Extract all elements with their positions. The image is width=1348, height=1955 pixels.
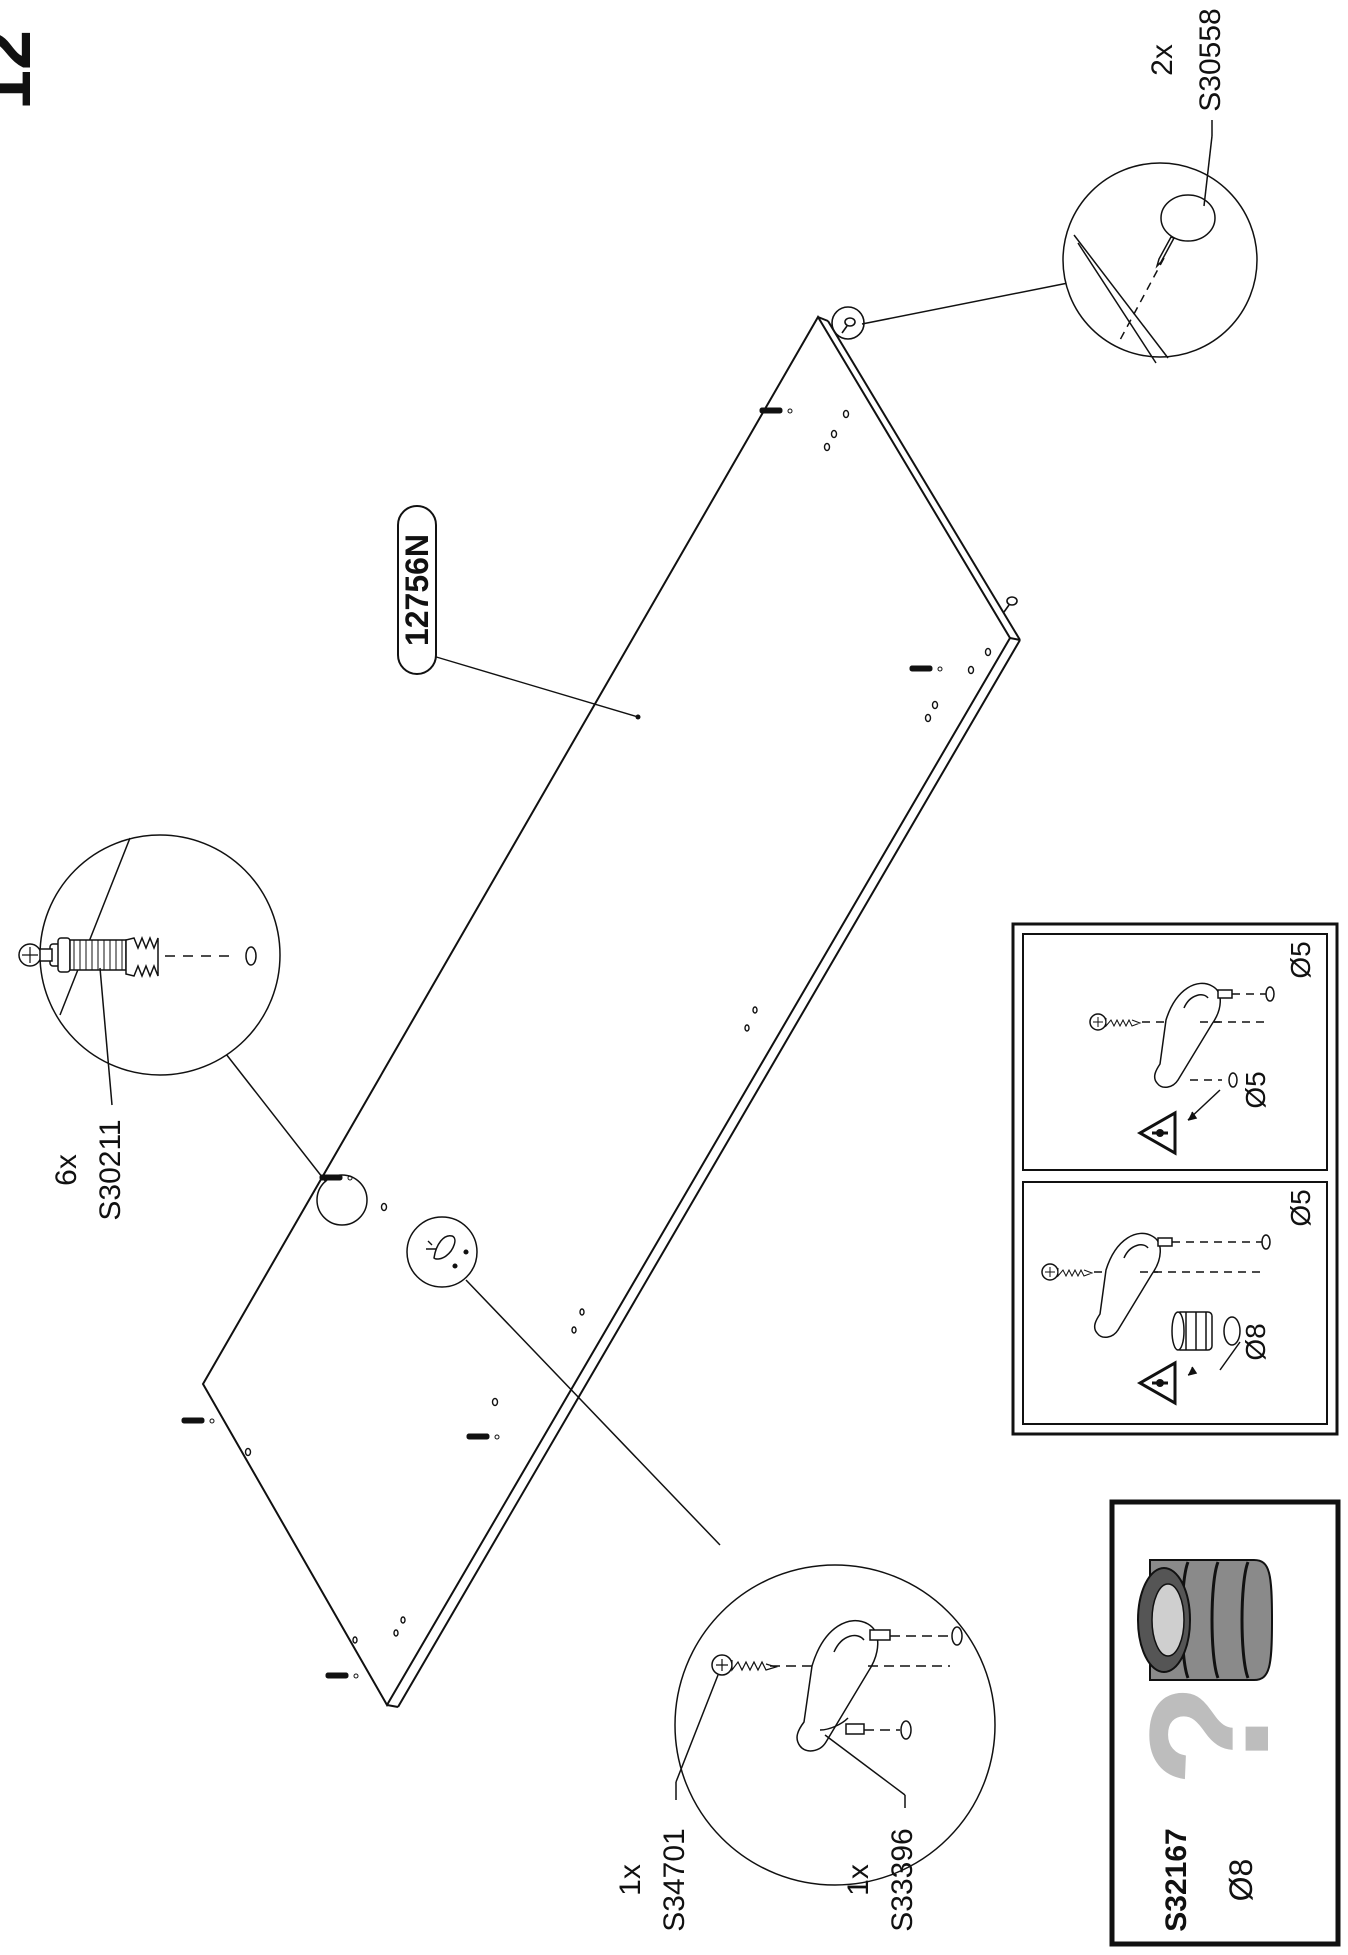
detail-panel-b [1041,1232,1271,1406]
panel-holes [244,409,992,1644]
cam-bolt-qty: 6x [50,1154,83,1186]
support-qty: 1x [842,1864,875,1896]
step-number: 12 [0,30,46,110]
warning-icon-a [1136,1110,1177,1156]
warning-icon-b [1136,1360,1177,1406]
panel-12756n [201,315,1021,1708]
detail-b-note-top: Ø5 [1285,1189,1316,1226]
dowel-icon [1137,1559,1274,1681]
cam-bolt-icon [18,935,159,979]
detail-a-screw-icon [1089,1013,1142,1031]
detail-panel-a [1089,982,1275,1156]
screw-icon [711,1654,779,1676]
pin-markers [831,306,1018,613]
legend-box: ? S32167 Ø8 [1109,1499,1341,1947]
hole-detail-box: Ø5 Ø5 [1011,922,1339,1436]
panel-part-number: 12756N [399,534,435,646]
legend-question-mark: ? [1115,1683,1305,1787]
legend-code: S32167 [1160,1828,1193,1931]
pin-icon [1155,194,1216,269]
detail-b-support-icon [1093,1232,1173,1338]
detail-b-dowel-icon [1171,1311,1213,1351]
detail-b-note-bottom: Ø8 [1240,1323,1271,1360]
pin-qty: 2x [1146,44,1179,76]
screw-qty: 1x [614,1864,647,1896]
screw-code: S34701 [658,1828,691,1931]
cam-bolt-zoom [18,834,368,1226]
detail-a-note-top: Ø5 [1285,941,1316,978]
detail-a-support-icon [1153,982,1233,1088]
support-code: S33396 [886,1828,919,1931]
panel-label: 12756N [397,505,641,720]
detail-b-screw-icon [1041,1263,1094,1281]
shelf-support-icon [796,1619,891,1752]
pin-code: S30558 [1194,8,1227,111]
legend-size: Ø8 [1223,1859,1259,1902]
pin-zoom [861,120,1258,364]
support-zoom [406,1216,996,1886]
cam-bolt-code: S30211 [94,1119,127,1220]
detail-a-note-bottom: Ø5 [1240,1071,1271,1108]
